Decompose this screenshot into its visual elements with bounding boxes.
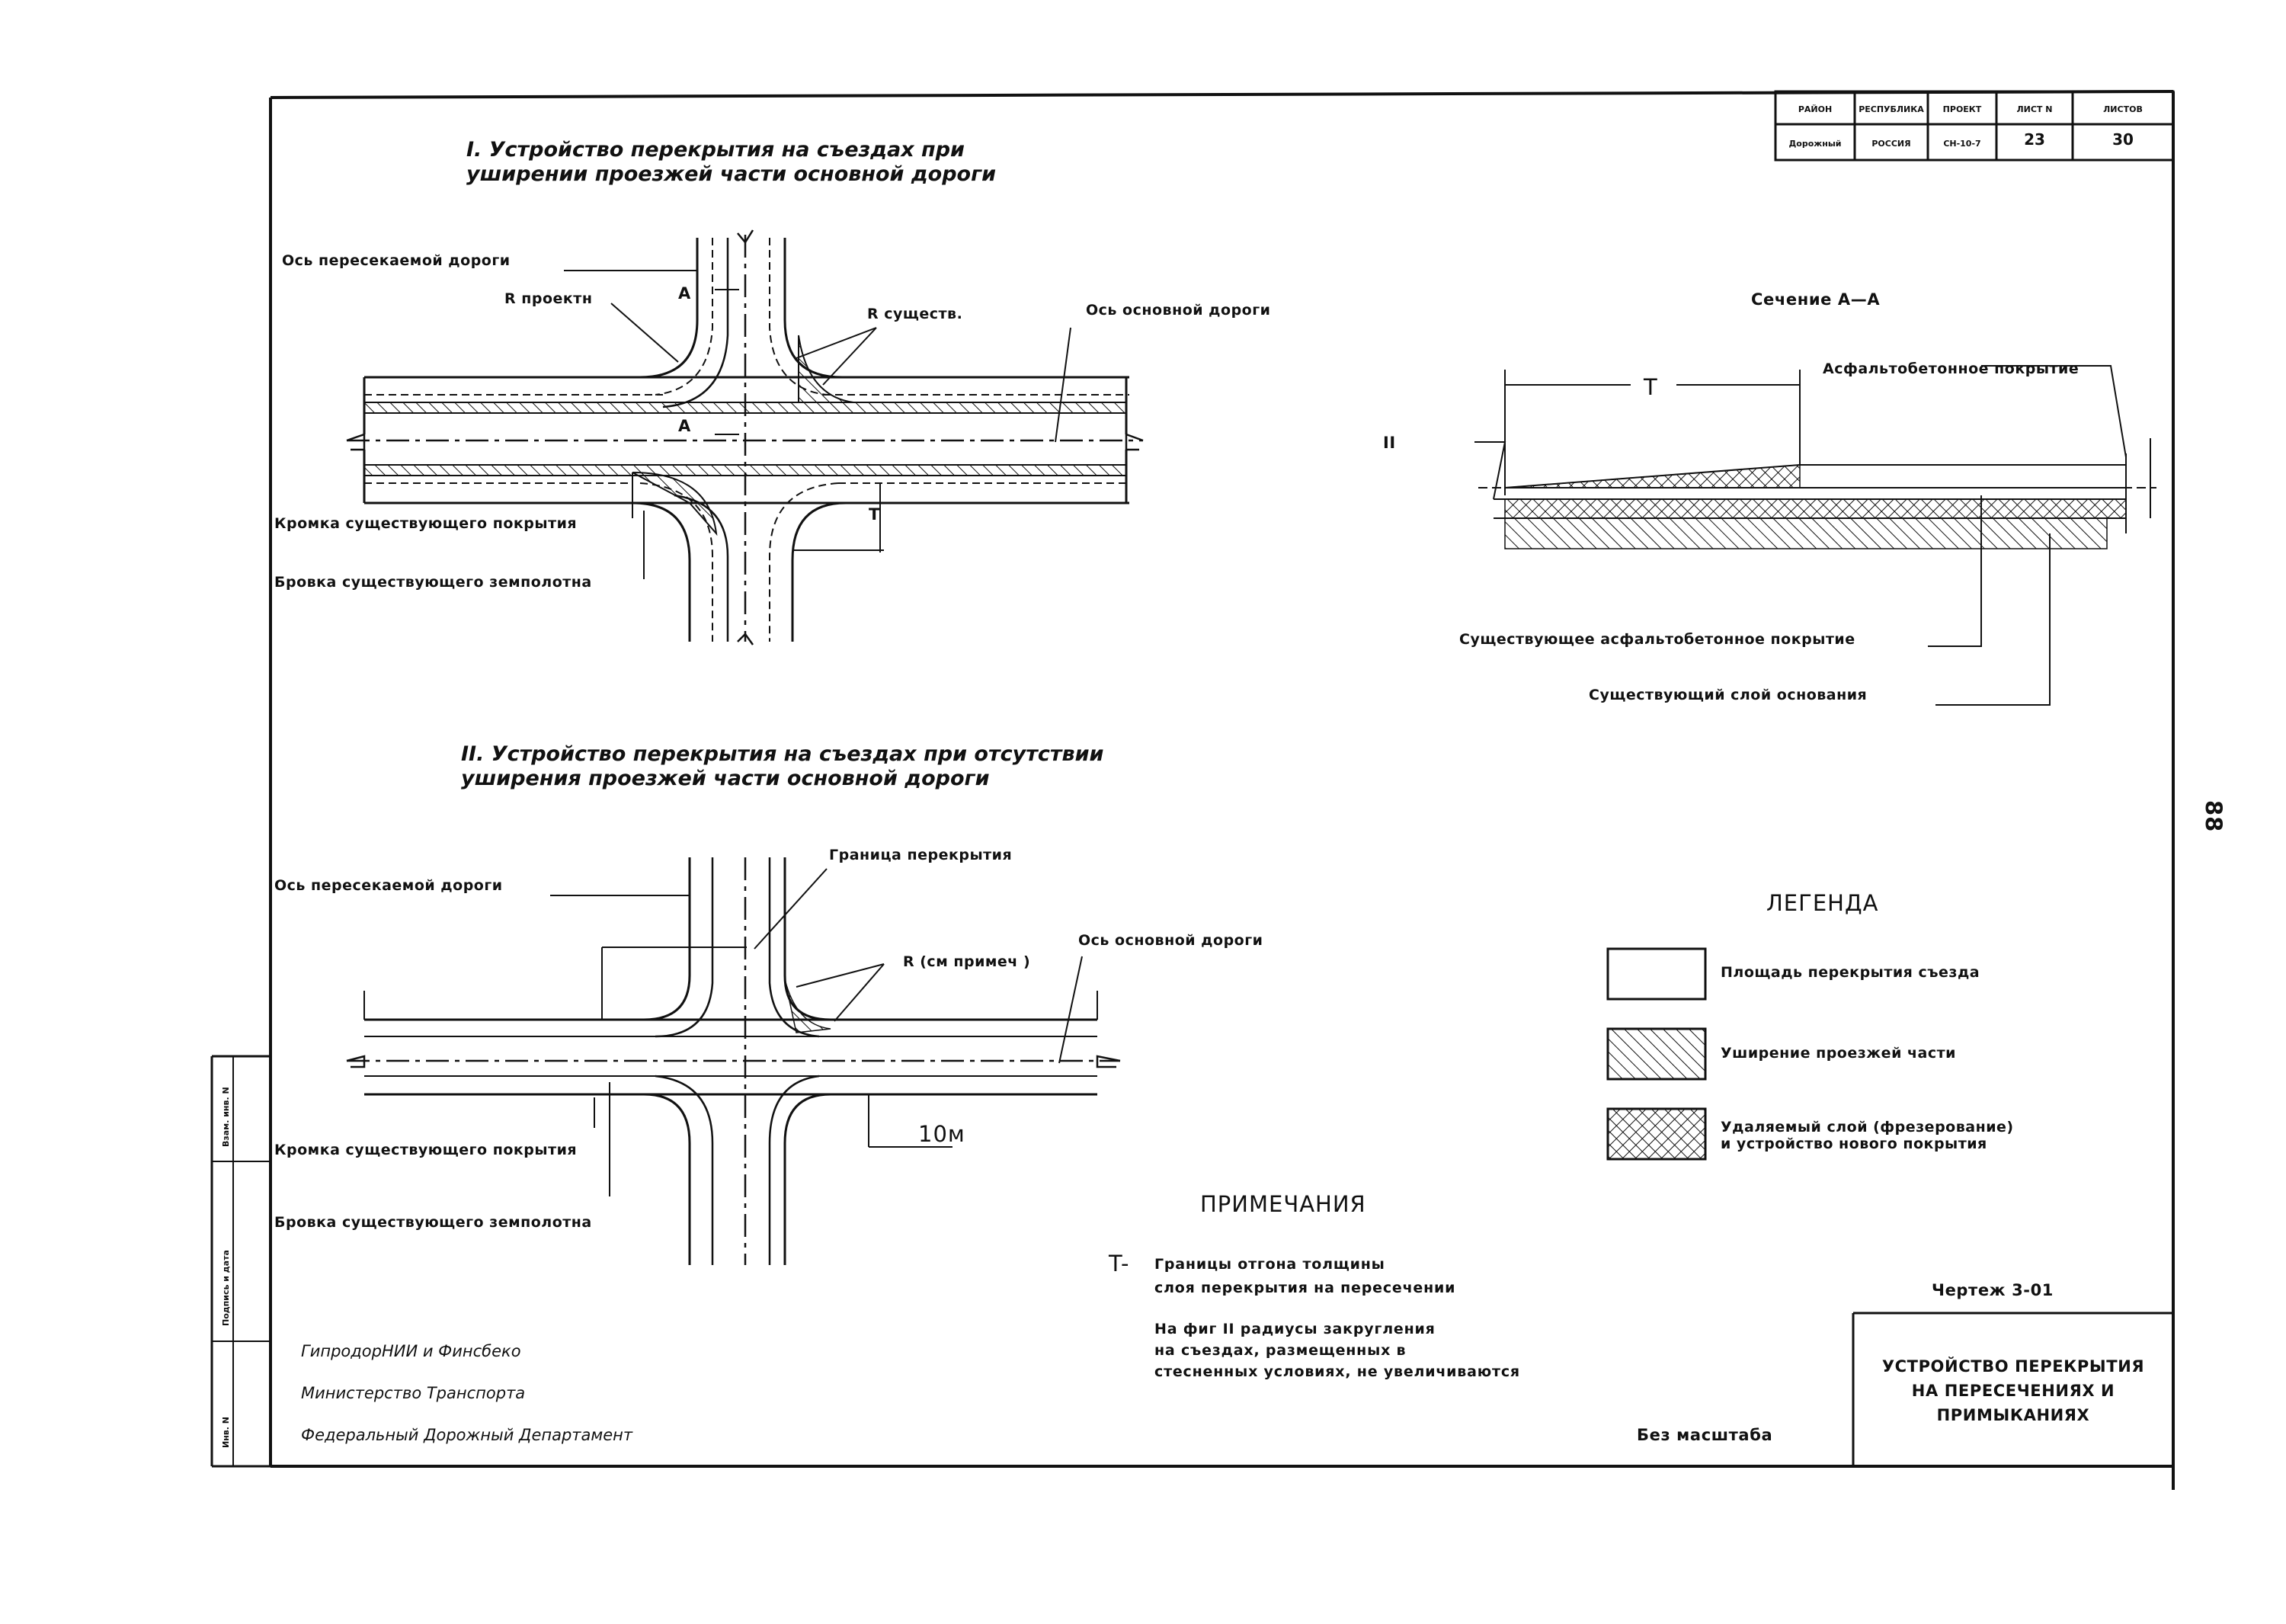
crossing-axis-label-1: Ось пересекаемой дороги	[282, 252, 511, 269]
intersection-1-labels: Ось пересекаемой дороги R проектн R суще…	[274, 252, 1270, 591]
stamp-header-5: ЛИСТОВ	[2103, 104, 2143, 114]
title-block-line-3: ПРИМЫКАНИЯХ	[1937, 1406, 2090, 1424]
side-stamp-replace: Взам. инв. N	[221, 1087, 231, 1147]
notes-n-line-1: На фиг II радиусы закругления	[1154, 1321, 1436, 1337]
page-number: 88	[2201, 800, 2227, 832]
asphalt-label: Асфальтобетонное покрытие	[1823, 360, 2079, 377]
existing-asphalt-label: Существующее асфальтобетонное покрытие	[1459, 631, 1855, 648]
notes-t-line-1: Границы отгона толщины	[1154, 1256, 1385, 1273]
stamp-text: РАЙОН РЕСПУБЛИКА ПРОЕКТ ЛИСТ N ЛИСТОВ До…	[1789, 104, 2143, 149]
stamp-sheet-count: 30	[2112, 130, 2134, 149]
notes-t-line-2: слоя перекрытия на пересечении	[1154, 1280, 1455, 1296]
legend-item-1: Площадь перекрытия съезда	[1721, 964, 1980, 981]
edge-subgrade-label-1: Бровка существующего земполотна	[274, 574, 592, 591]
org-line-3: Федеральный Дорожный Департамент	[301, 1426, 633, 1444]
main-axis-label-1: Ось основной дороги	[1086, 302, 1270, 319]
stamp-value-2: РОССИЯ	[1871, 139, 1910, 149]
section-aa-title: Сечение A—A	[1751, 290, 1880, 309]
section-aa-t: T	[1643, 374, 1658, 400]
stamp-value-3: СН-10-7	[1943, 139, 1980, 149]
legend-item-3a: Удаляемый слой (фрезерование)	[1721, 1119, 2014, 1136]
r-design-label: R проектн	[504, 290, 592, 307]
notes-title: ПРИМЕЧАНИЯ	[1200, 1191, 1366, 1217]
section-aa-roman: II	[1383, 434, 1396, 452]
legend-item-3b: и устройство нового покрытия	[1721, 1136, 1987, 1152]
stamp-value-1: Дорожный	[1789, 139, 1842, 149]
stamp-header-1: РАЙОН	[1798, 104, 1832, 114]
intersection-2-labels: Ось пересекаемой дороги Граница перекрыт…	[274, 847, 1263, 1231]
title-block-line-2: НА ПЕРЕСЕЧЕНИЯХ И	[1912, 1382, 2115, 1400]
legend-swatch-empty	[1606, 947, 1707, 1001]
stamp-table	[1774, 90, 2175, 162]
notes-n-line-2: на съездах, размещенных в	[1154, 1342, 1406, 1359]
overlay-boundary-label: Граница перекрытия	[829, 847, 1012, 863]
org-line-1: ГипродорНИИ и Финсбеко	[301, 1342, 521, 1360]
section-aa-drawing	[1474, 365, 2156, 706]
legend-title: ЛЕГЕНДА	[1766, 890, 1878, 916]
legend-swatch-hatch	[1606, 1027, 1707, 1081]
notes-t-letter: T-	[1108, 1251, 1130, 1276]
section2-title-2: уширения проезжей части основной дороги	[461, 767, 990, 790]
legend-swatch-cross	[1606, 1107, 1707, 1161]
section-aa-labels: Сечение A—A T II Асфальтобетонное покрыт…	[1383, 290, 2079, 703]
main-axis-label-2: Ось основной дороги	[1078, 932, 1263, 949]
title-block-line-1: УСТРОЙСТВО ПЕРЕКРЫТИЯ	[1882, 1357, 2144, 1376]
a-label-mid: A	[678, 417, 691, 435]
stamp-header-3: ПРОЕКТ	[1943, 104, 1982, 114]
org-line-2: Министерство Транспорта	[301, 1384, 525, 1402]
dim-10m: 10м	[918, 1121, 965, 1147]
stamp-header-4: ЛИСТ N	[2017, 104, 2053, 114]
a-label-top: A	[678, 284, 691, 303]
t-label: T	[869, 505, 880, 524]
notes-n-line-3: стесненных условиях, не увеличиваются	[1154, 1363, 1520, 1380]
existing-base-label: Существующий слой основания	[1589, 687, 1867, 703]
section1-title-2: уширении проезжей части основной дороги	[466, 162, 996, 186]
stamp-sheet-no: 23	[2024, 130, 2045, 149]
stamp-header-2: РЕСПУБЛИКА	[1859, 104, 1924, 114]
section1-title-1: I. Устройство перекрытия на съездах при	[466, 138, 965, 162]
intersection-1-drawing	[346, 229, 1144, 645]
edge-subgrade-label-2: Бровка существующего земполотна	[274, 1214, 592, 1231]
edge-pavement-label-2: Кромка существующего покрытия	[274, 1142, 577, 1158]
edge-pavement-label-1: Кромка существующего покрытия	[274, 515, 577, 532]
intersection-2-drawing	[346, 857, 1121, 1265]
side-stamp-signature: Подпись и дата	[221, 1250, 231, 1326]
r-exist-label: R существ.	[867, 306, 962, 322]
legend-swatches	[1606, 947, 1707, 1161]
section2-title-1: II. Устройство перекрытия на съездах при…	[461, 742, 1104, 766]
drawing-number: Чертеж 3-01	[1932, 1281, 2054, 1299]
legend-item-2: Уширение проезжей части	[1721, 1045, 1956, 1062]
crossing-axis-label-2: Ось пересекаемой дороги	[274, 877, 503, 894]
scale-text: Без масштаба	[1637, 1426, 1772, 1444]
side-stamp-inv: Инв. N	[221, 1417, 231, 1448]
r-min-label: R (см примеч )	[903, 953, 1030, 970]
